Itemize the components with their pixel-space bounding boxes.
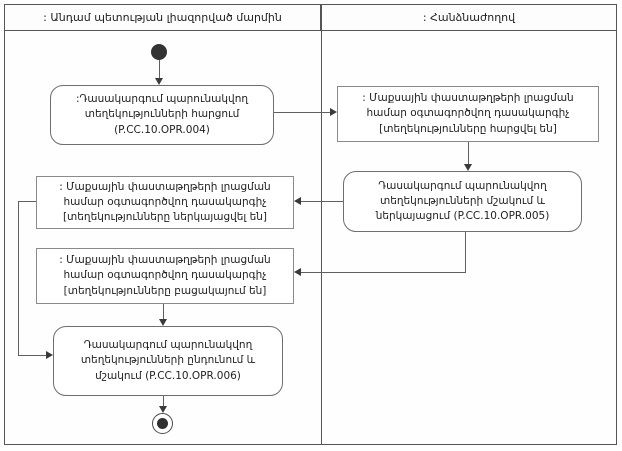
activity-final-node-icon [152,413,173,434]
object-node-info-absent: : Մաքսային փաստաթղթերի լրացման համար օգտ… [36,248,294,304]
arrowhead-right-icon [46,351,53,359]
flow-line [301,201,343,202]
flow-line [18,201,19,356]
arrowhead-right-icon [330,108,337,116]
arrowhead-down-icon [464,164,472,171]
flow-line [18,201,36,202]
object-node-info-presented: : Մաքսային փաստաթղթերի լրացման համար օգտ… [36,176,294,229]
arrowhead-down-icon [159,406,167,413]
flow-line [163,304,164,320]
arrowhead-left-icon [294,197,301,205]
object-node-info-requested: : Մաքսային փաստաթղթերի լրացման համար օգտ… [337,86,599,142]
flow-line [18,355,46,356]
arrowhead-down-icon [155,78,163,85]
flow-line [159,60,160,79]
flow-line [468,142,469,165]
action-node-opr-005: Դասակարգում պարունակվող տեղեկությունների… [343,171,582,232]
initial-node-icon [151,44,167,60]
flow-line [301,272,466,273]
flow-line [465,232,466,273]
flow-line [163,396,164,407]
arrowhead-down-icon [159,319,167,326]
action-node-opr-004: :Դասակարգում պարունակվող տեղեկություններ… [50,85,274,145]
lane-title: : Անդամ պետության լիազորված մարմին [43,11,282,24]
swimlane-divider [321,4,322,445]
lane-title: : Հանձնաժողով [422,11,516,24]
arrowhead-left-icon [294,268,301,276]
flow-line [274,112,330,113]
lane-header-commission: : Հանձնաժողով [321,4,617,31]
activity-final-node-dot [157,418,168,429]
action-node-opr-006: Դասակարգում պարունակվող տեղեկությունների… [53,326,283,396]
lane-header-authorized-body: : Անդամ պետության լիազորված մարմին [4,4,321,31]
